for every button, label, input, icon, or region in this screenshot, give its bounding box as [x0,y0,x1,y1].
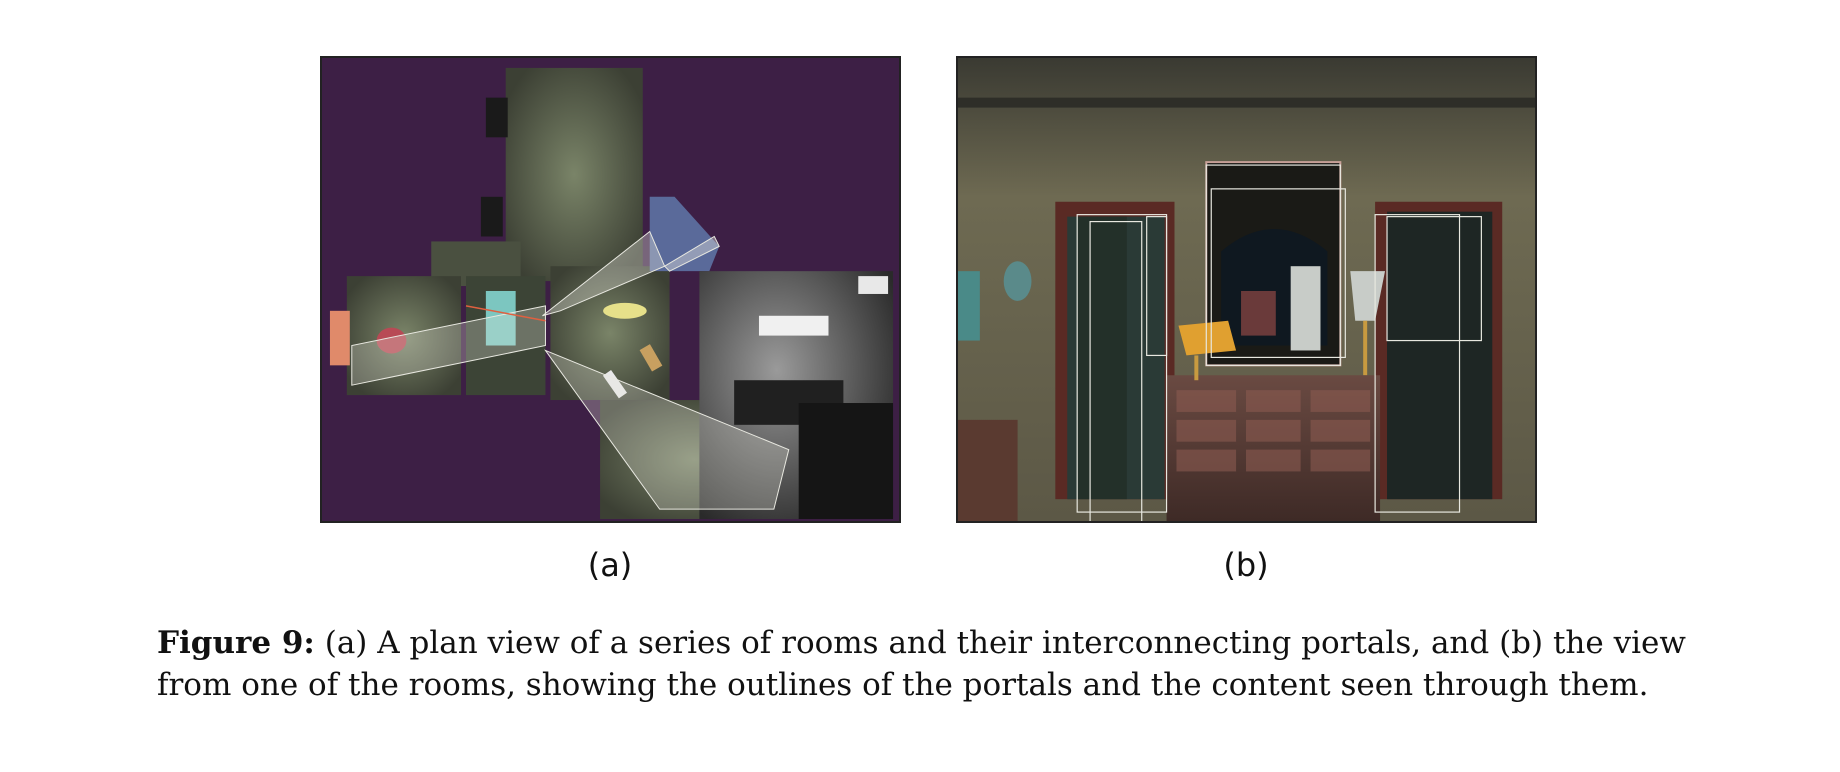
panel-a-label: (a) [587,546,633,584]
figure-caption: Figure 9: (a) A plan view of a series of… [157,622,1717,706]
panel-b-label: (b) [1223,546,1269,584]
caption-text: (a) A plan view of a series of rooms and… [157,625,1686,703]
caption-lead: Figure 9: [157,625,315,661]
room-view-image [956,56,1537,523]
plan-view-image [320,56,901,523]
